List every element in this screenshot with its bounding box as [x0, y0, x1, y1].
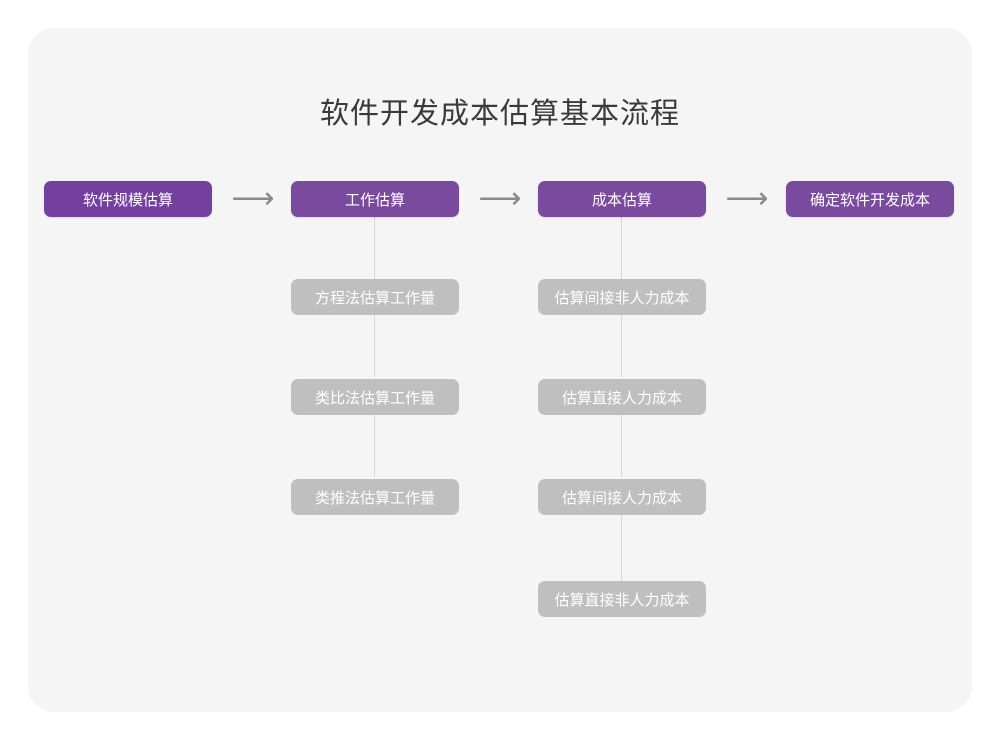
diagram-panel — [28, 28, 972, 712]
sub-box-direct-nonlabor-cost[interactable]: 估算直接非人力成本 — [538, 581, 706, 617]
long-right-arrow-icon-2: ⟶ — [478, 181, 522, 216]
stage-box-work-estimation[interactable]: 工作估算 — [291, 181, 459, 217]
long-right-arrow-icon-3: ⟶ — [725, 181, 769, 216]
stage-box-determine-development-cost[interactable]: 确定软件开发成本 — [786, 181, 954, 217]
sub-box-analogy-method-workload[interactable]: 类比法估算工作量 — [291, 379, 459, 415]
sub-box-inference-method-workload[interactable]: 类推法估算工作量 — [291, 479, 459, 515]
connector-line-stage2-sub3 — [374, 415, 375, 477]
page-title: 软件开发成本估算基本流程 — [319, 98, 680, 130]
sub-box-direct-labor-cost[interactable]: 估算直接人力成本 — [538, 379, 706, 415]
connector-line-stage3-sub1 — [621, 217, 622, 279]
connector-line-stage3-sub3 — [621, 415, 622, 477]
sub-box-equation-method-workload[interactable]: 方程法估算工作量 — [291, 279, 459, 315]
stage-box-cost-estimation[interactable]: 成本估算 — [538, 181, 706, 217]
sub-box-indirect-nonlabor-cost[interactable]: 估算间接非人力成本 — [538, 279, 706, 315]
sub-box-indirect-labor-cost[interactable]: 估算间接人力成本 — [538, 479, 706, 515]
connector-line-stage3-sub2 — [621, 315, 622, 377]
long-right-arrow-icon-1: ⟶ — [231, 181, 275, 216]
stage-box-software-scale-estimation[interactable]: 软件规模估算 — [44, 181, 212, 217]
connector-line-stage2-sub1 — [374, 217, 375, 279]
connector-line-stage2-sub2 — [374, 315, 375, 377]
connector-line-stage3-sub4 — [621, 515, 622, 581]
